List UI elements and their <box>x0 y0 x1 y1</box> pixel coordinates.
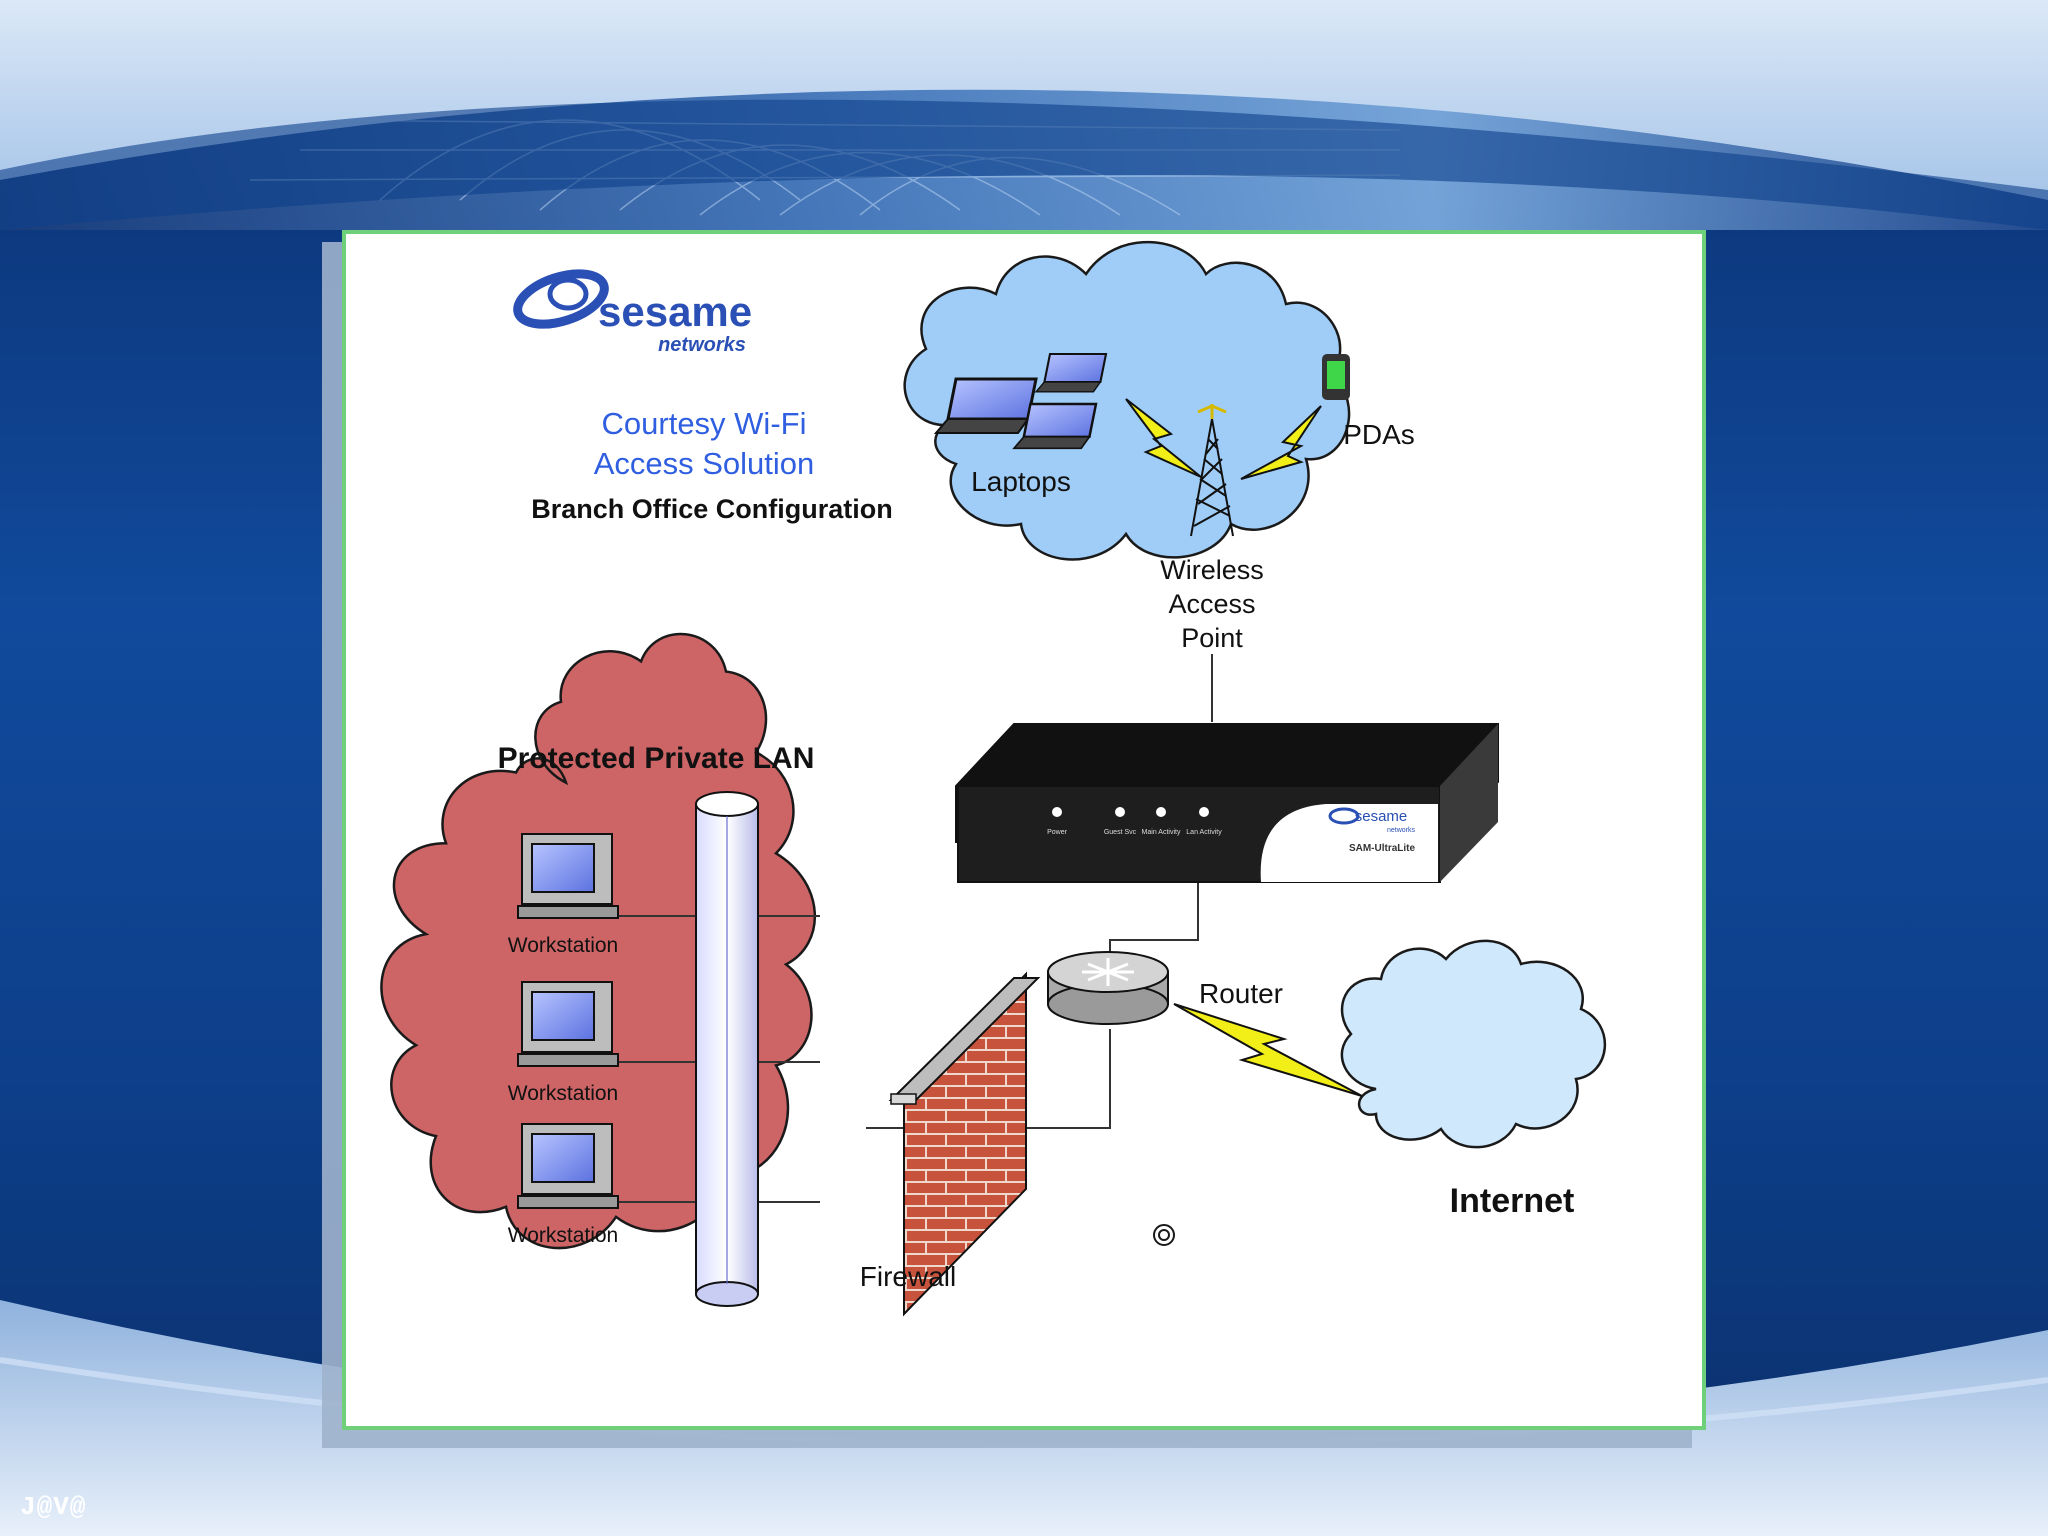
laptops-label: Laptops <box>971 466 1071 497</box>
workstation-icon <box>517 833 619 919</box>
pda-icon <box>1322 354 1350 400</box>
footer-credit: J@V@ <box>20 1492 87 1522</box>
lightning-icon <box>1173 1003 1363 1097</box>
appliance-light-power: Power <box>1047 829 1068 836</box>
internet-label: Internet <box>1450 1182 1575 1220</box>
firewall-icon <box>888 971 1041 1317</box>
appliance-sub: networks <box>1387 827 1416 834</box>
sam-ultralite-appliance: Power Guest Svc Main Activity Lan Activi… <box>955 723 1499 883</box>
pdas-label: PDAs <box>1343 419 1415 450</box>
workstation-icon <box>517 1123 619 1209</box>
antenna-tower-icon <box>1190 404 1234 537</box>
workstation-icon <box>517 981 619 1067</box>
logo-brand: sesame <box>598 288 752 335</box>
lan-label: Protected Private LAN <box>498 742 815 775</box>
sesame-swirl-icon <box>513 269 609 329</box>
internet-cloud <box>1153 939 1606 1246</box>
wap-label-line1: Wireless <box>1160 555 1264 585</box>
router-icon <box>1047 951 1169 1025</box>
router-label: Router <box>1199 978 1283 1009</box>
laptop-icon <box>1034 352 1108 393</box>
sesame-logo: sesame networks <box>513 269 752 356</box>
appliance-light-lan: Lan Activity <box>1186 829 1222 836</box>
lightning-icon <box>1240 405 1322 480</box>
backbone-pipe-icon <box>695 791 759 1307</box>
workstation-label: Workstation <box>508 934 619 957</box>
diagram-panel: sesame networks Courtesy Wi-Fi Access So… <box>342 230 1706 1430</box>
workstation-label: Workstation <box>508 1082 619 1105</box>
title-subtitle: Branch Office Configuration <box>531 494 893 524</box>
workstation-label: Workstation <box>508 1224 619 1247</box>
firewall-label: Firewall <box>860 1261 956 1292</box>
title-line2: Access Solution <box>594 446 815 481</box>
wap-label-line2: Access <box>1168 589 1255 619</box>
appliance-brand: sesame <box>1355 808 1408 825</box>
laptop-icon <box>1012 402 1098 450</box>
appliance-light-main: Main Activity <box>1142 829 1181 836</box>
appliance-light-guest: Guest Svc <box>1104 829 1137 836</box>
wap-label-line3: Point <box>1181 623 1243 653</box>
laptop-icon <box>933 377 1038 434</box>
lightning-icon <box>1125 398 1202 478</box>
title-line1: Courtesy Wi-Fi <box>602 406 807 441</box>
network-diagram: sesame networks Courtesy Wi-Fi Access So… <box>380 240 1606 1317</box>
logo-sub: networks <box>658 334 746 356</box>
appliance-model: SAM-UltraLite <box>1349 843 1416 854</box>
